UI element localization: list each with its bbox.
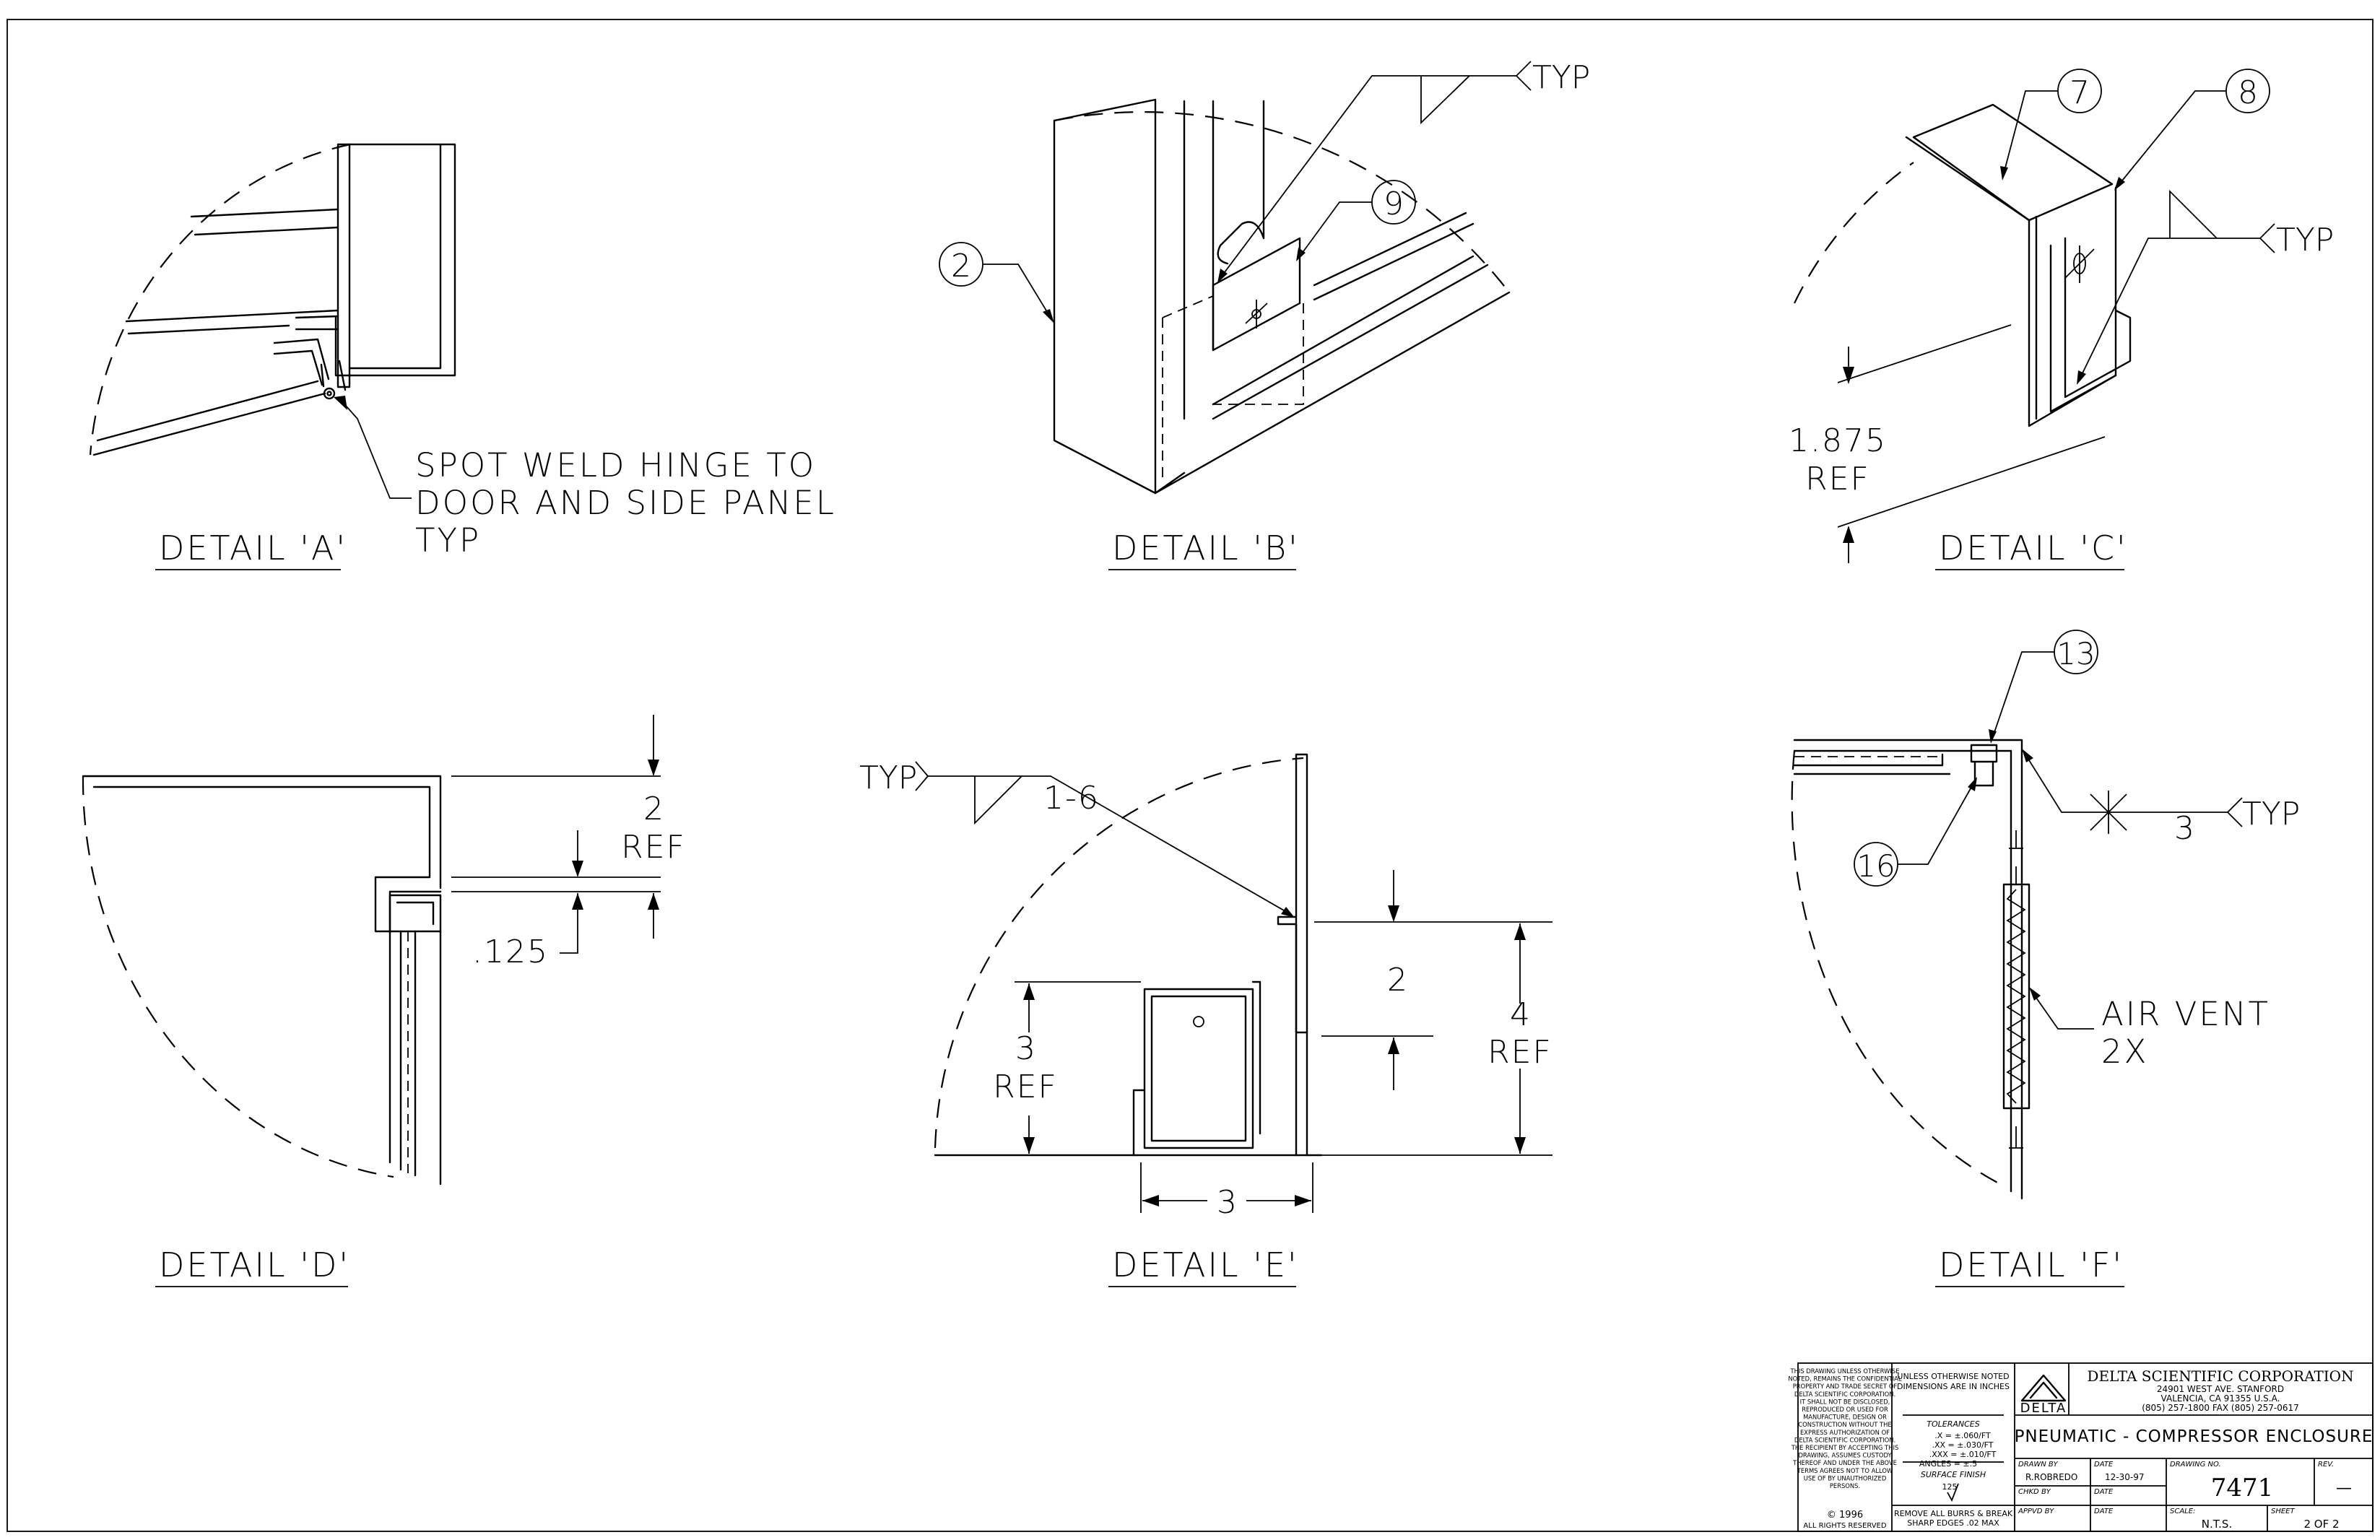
sheet-value: 2 OF 2 <box>2303 1518 2339 1531</box>
detail-e-dim-4: 4 <box>1510 996 1530 1033</box>
detail-c-dim-ref: REF <box>1805 461 1870 497</box>
drawing-title: PNEUMATIC - COMPRESSOR ENCLOSURE <box>2015 1427 2374 1446</box>
detail-e-dim-4-ref: REF <box>1488 1034 1552 1071</box>
detail-e-dim-3v-ref: REF <box>993 1069 1058 1105</box>
company-phone: (805) 257-1800 FAX (805) 257-0617 <box>2142 1403 2299 1413</box>
drawing-no-label: DRAWING NO. <box>2170 1461 2221 1469</box>
confidential-line: THEREOF AND UNDER THE ABOVE <box>1792 1459 1897 1466</box>
detail-b-balloon-9: 9 <box>1384 186 1404 222</box>
detail-f-balloon-13: 13 <box>2057 636 2095 671</box>
company-address2: VALENCIA, CA 91355 U.S.A. <box>2161 1393 2280 1404</box>
unless-noted-line1: UNLESS OTHERWISE NOTED <box>1897 1372 2009 1381</box>
detail-e-dim-3h: 3 <box>1217 1184 1237 1221</box>
confidential-line: PROPERTY AND TRADE SECRET OF <box>1793 1383 1898 1390</box>
detail-c-balloon-8: 8 <box>2238 74 2258 111</box>
confidential-line: CONSTRUCTION WITHOUT THE <box>1798 1421 1891 1428</box>
detail-e: TYP 1-6 2 4 REF 3 REF 3 DETAIL 'E' <box>859 753 1552 1287</box>
appvd-by-label: APPVD BY <box>2018 1508 2054 1515</box>
chkd-by-label: CHKD BY <box>2018 1488 2051 1496</box>
detail-f-vent-line1: AIR VENT <box>2101 995 2270 1033</box>
surface-finish-label: SURFACE FINISH <box>1921 1470 1986 1479</box>
company-name: DELTA SCIENTIFIC CORPORATION <box>2087 1367 2353 1385</box>
detail-c-weld-typ: TYP <box>2276 222 2334 258</box>
confidential-line: MANUFACTURE, DESIGN OR <box>1803 1414 1887 1421</box>
detail-b-balloon-2: 2 <box>951 248 971 284</box>
detail-f-weld-typ: TYP <box>2242 796 2300 832</box>
detail-d-dim-2-ref: REF <box>621 829 686 866</box>
drawn-by: R.ROBREDO <box>2025 1472 2077 1482</box>
unless-noted-line2: DIMENSIONS ARE IN INCHES <box>1897 1382 2010 1391</box>
confidential-line: EXPRESS AUTHORIZATION OF <box>1800 1429 1890 1436</box>
drawn-by-label: DRAWN BY <box>2018 1461 2059 1469</box>
detail-c-balloon-7: 7 <box>2070 74 2090 111</box>
appvd-date-label: DATE <box>2094 1508 2114 1515</box>
scale-value: N.T.S. <box>2202 1518 2232 1531</box>
detail-c-title: DETAIL 'C' <box>1939 528 2128 567</box>
tol-x: .X = ±.060/FT <box>1934 1431 1991 1440</box>
tol-xxx: .XXX = ±.010/FT <box>1929 1450 1997 1459</box>
confidential-line: IT SHALL NOT BE DISCLOSED, <box>1800 1398 1890 1405</box>
detail-a-note-line3: TYP <box>415 521 481 560</box>
scale-label: SCALE: <box>2170 1508 2195 1515</box>
chkd-date-label: DATE <box>2094 1488 2114 1496</box>
detail-f-balloon-16: 16 <box>1856 848 1895 884</box>
tol-angles: ANGLES = ±.5 <box>1919 1459 1977 1469</box>
detail-e-title: DETAIL 'E' <box>1112 1245 1299 1284</box>
delta-logo-icon <box>2020 1374 2067 1402</box>
detail-f-vent-line2: 2X <box>2101 1032 2148 1071</box>
detail-e-dim-3v: 3 <box>1015 1030 1035 1067</box>
surface-finish-check-icon <box>1947 1483 1959 1502</box>
rev-value: — <box>2336 1479 2352 1497</box>
tol-xx: .XX = ±.030/FT <box>1932 1440 1993 1450</box>
confidential-line: THE RECIPIENT BY ACCEPTING THIS <box>1791 1444 1899 1451</box>
tolerances-label: TOLERANCES <box>1927 1419 1979 1429</box>
detail-d-dim-2: 2 <box>643 791 664 827</box>
confidential-line: DELTA SCIENTIFIC CORPORATION. <box>1794 1436 1895 1443</box>
drawn-date: 12-30-97 <box>2105 1472 2144 1482</box>
company-address1: 24901 WEST AVE. STANFORD <box>2157 1384 2284 1394</box>
confidential-line: THIS DRAWING UNLESS OTHERWISE <box>1789 1367 1899 1375</box>
detail-d-title: DETAIL 'D' <box>159 1245 350 1284</box>
confidential-line: USE OF BY UNAUTHORIZED <box>1804 1474 1887 1482</box>
detail-e-weld-typ: TYP <box>859 760 917 796</box>
burrs-line1: REMOVE ALL BURRS & BREAK <box>1894 1509 2013 1518</box>
drawn-date-label: DATE <box>2094 1461 2114 1469</box>
detail-f: 13 16 3 TYP AIR VENT 2X DETAIL 'F' <box>1791 630 2300 1287</box>
confidential-line: PERSONS. <box>1830 1482 1860 1489</box>
detail-b: 2 9 TYP DETAIL 'B' <box>939 59 1590 570</box>
burrs-line2: SHARP EDGES .02 MAX <box>1907 1518 1999 1528</box>
rights-reserved: ALL RIGHTS RESERVED <box>1803 1522 1886 1530</box>
confidential-line: TERMS AGREES NOT TO ALLOW <box>1797 1467 1893 1474</box>
detail-d-dim-125: .125 <box>472 934 549 970</box>
detail-e-dim-2: 2 <box>1387 962 1407 999</box>
detail-a-note-line2: DOOR AND SIDE PANEL <box>415 484 836 522</box>
detail-b-title: DETAIL 'B' <box>1112 528 1300 567</box>
rev-label: REV. <box>2318 1461 2334 1469</box>
detail-c-dim-value: 1.875 <box>1789 422 1887 459</box>
detail-d: 2 REF .125 DETAIL 'D' <box>82 715 686 1287</box>
logo-text: DELTA <box>2020 1401 2067 1416</box>
confidential-line: DRAWING, ASSUMES CUSTODY <box>1798 1452 1892 1459</box>
detail-a: SPOT WELD HINGE TO DOOR AND SIDE PANEL T… <box>89 143 836 570</box>
confidential-line: REPRODUCED OR USED FOR <box>1802 1406 1888 1413</box>
detail-f-title: DETAIL 'F' <box>1939 1245 2124 1284</box>
confidential-line: DELTA SCIENTIFIC CORPORATION. <box>1794 1391 1895 1398</box>
drawing-no: 7471 <box>2211 1474 2274 1502</box>
detail-c: 7 8 TYP 1.875 REF DETAIL 'C' <box>1789 69 2334 570</box>
detail-e-weld-spec: 1-6 <box>1043 780 1100 817</box>
surface-finish-value: 125 <box>1942 1482 1958 1492</box>
detail-a-note-line1: SPOT WELD HINGE TO <box>415 446 816 484</box>
confidential-line: NOTED, REMAINS THE CONFIDENTIAL <box>1788 1375 1901 1383</box>
detail-f-weld-size: 3 <box>2174 810 2194 847</box>
detail-a-title: DETAIL 'A' <box>159 528 347 567</box>
sheet-label: SHEET <box>2271 1508 2296 1515</box>
detail-b-weld-typ: TYP <box>1532 59 1590 96</box>
sheet-border <box>6 19 2374 1532</box>
copyright: © 1996 <box>1827 1510 1863 1521</box>
